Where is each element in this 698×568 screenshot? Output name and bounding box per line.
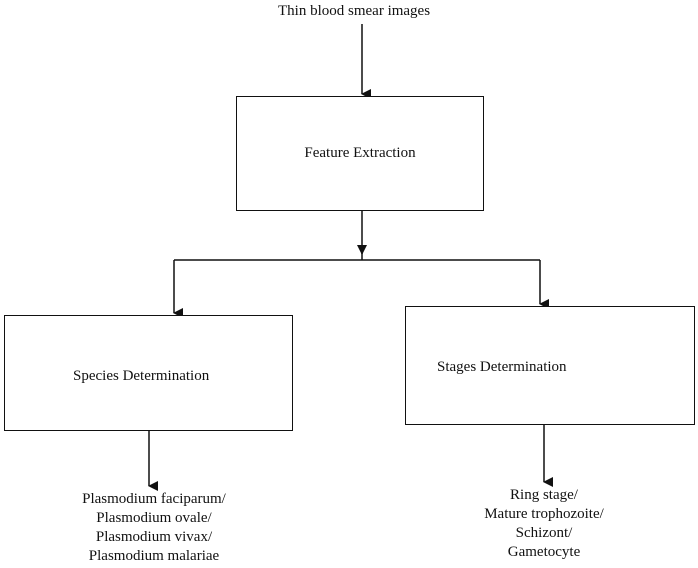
stage-output-item: Mature trophozoite/ <box>484 506 604 522</box>
stage-output-item: Gametocyte <box>507 544 581 560</box>
species-output-item: Plasmodium malariae <box>88 548 220 564</box>
stage-output-item: Ring stage/ <box>510 487 578 503</box>
stage-output-item: Schizont/ <box>515 525 573 541</box>
stages-determination-label: Stages Determination <box>437 359 567 375</box>
stage-output-list: Ring stage/ Mature trophozoite/ Schizont… <box>474 486 614 562</box>
input-label: Thin blood smear images <box>278 3 431 19</box>
species-determination-box: Species Determination <box>4 315 293 431</box>
species-determination-label: Species Determination <box>73 368 210 384</box>
species-output-item: Plasmodium ovale/ <box>96 510 212 526</box>
stages-determination-box: Stages Determination <box>405 306 695 425</box>
species-output-list: Plasmodium faciparum/ Plasmodium ovale/ … <box>59 490 249 566</box>
species-output-item: Plasmodium faciparum/ <box>82 491 226 507</box>
species-output-item: Plasmodium vivax/ <box>95 529 213 545</box>
feature-extraction-label: Feature Extraction <box>304 145 416 161</box>
feature-extraction-box: Feature Extraction <box>236 96 484 211</box>
